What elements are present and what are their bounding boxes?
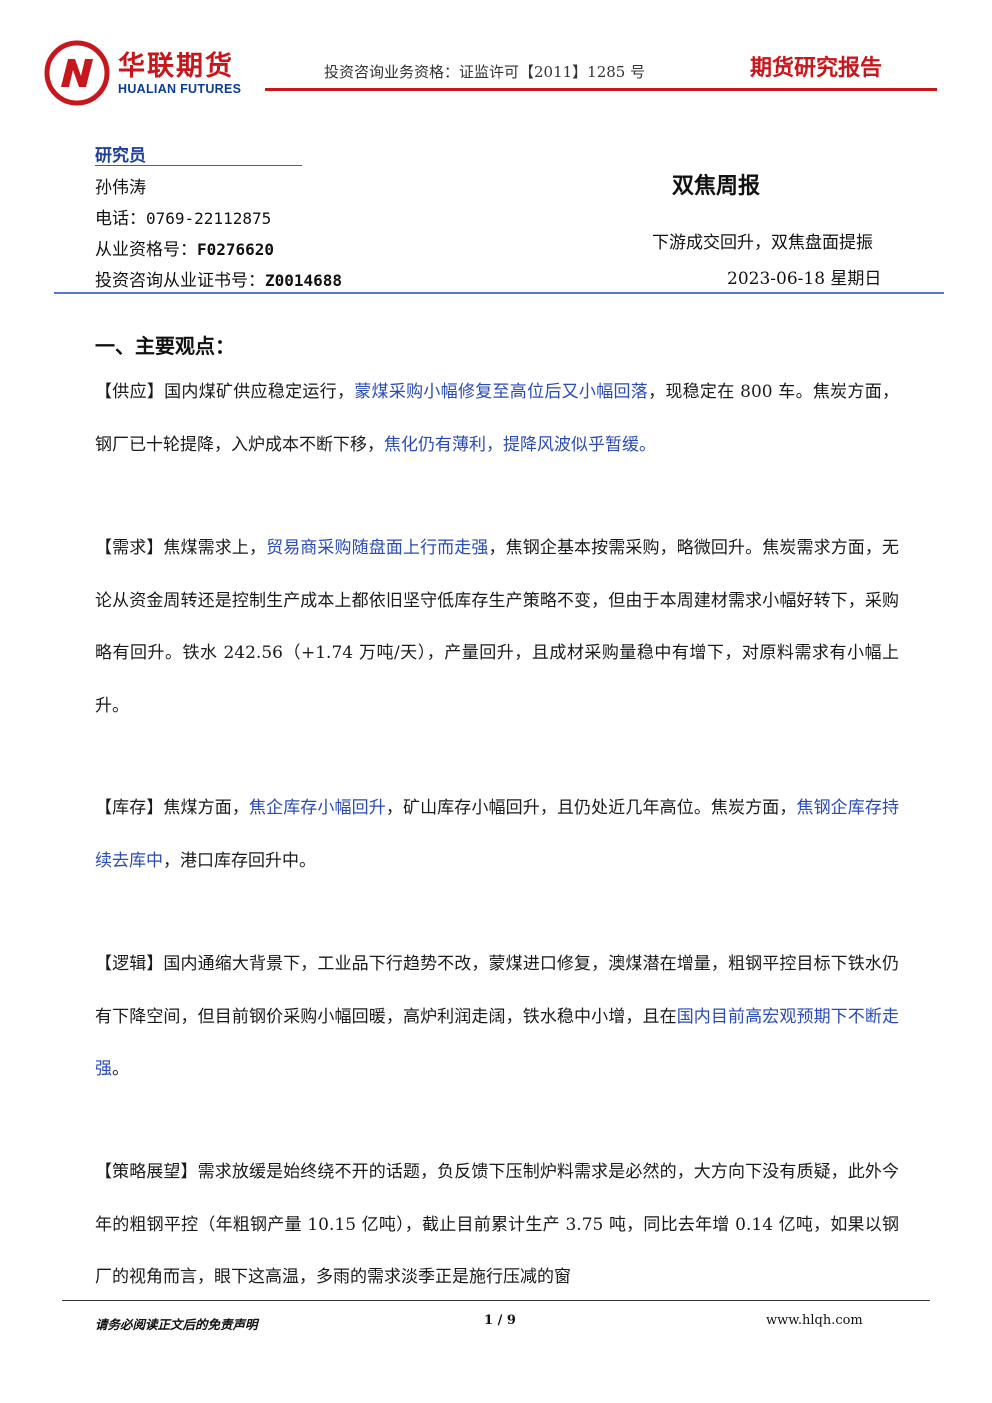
paragraph-text: 【供应】国内煤矿供应稳定运行，	[95, 382, 355, 402]
highlighted-text: 贸易商采购随盘面上行而走强	[266, 538, 489, 558]
brand-name-en: HUALIAN FUTURES	[118, 82, 242, 96]
report-subtitle: 下游成交回升，双焦盘面提振	[652, 233, 873, 253]
paragraph-strategy: 【策略展望】需求放缓是始终绕不开的话题，负反馈下压制炉料需求是必然的，大方向下没…	[95, 1146, 899, 1304]
paragraph-text: ，现稳定在 800 车。焦炭方面，钢厂已十轮提降，入炉成本不断下移，	[95, 382, 899, 455]
qualification-label: 从业资格号：	[95, 240, 197, 260]
report-date: 2023-06-18 星期日	[727, 269, 882, 289]
paragraph-text: 【需求】焦煤需求上，	[95, 538, 267, 558]
qualification-number: F0276620	[197, 240, 275, 259]
paragraph-demand: 【需求】焦煤需求上，贸易商采购随盘面上行而走强，焦钢企基本按需采购，略微回升。焦…	[95, 522, 899, 732]
highlighted-text: 焦企库存小幅回升	[248, 798, 386, 818]
business-qualification: 投资咨询业务资格：证监许可【2011】1285 号	[324, 63, 646, 81]
researcher-name: 孙伟涛	[95, 178, 146, 198]
phone-number: 0769-22112875	[146, 209, 272, 228]
researcher-phone: 电话：0769-22112875	[95, 204, 271, 229]
highlighted-text: 国内目前高宏观预期下不断走强	[95, 1006, 900, 1080]
hualian-logo-icon	[44, 40, 110, 106]
paragraph-supply: 【供应】国内煤矿供应稳定运行，蒙煤采购小幅修复至高位后又小幅回落，现稳定在 80…	[95, 366, 899, 471]
researcher-underline	[95, 165, 302, 166]
footer-disclaimer: 请务必阅读正文后的免责声明	[95, 1317, 258, 1332]
researcher-divider	[54, 292, 944, 294]
paragraph-inventory: 【库存】焦煤方面，焦企库存小幅回升，矿山库存小幅回升，且仍处近几年高位。焦炭方面…	[95, 782, 899, 887]
paragraph-text: 【策略展望】需求放缓是始终绕不开的话题，负反馈下压制炉料需求是必然的，大方向下没…	[95, 1162, 899, 1287]
footer-divider	[62, 1300, 930, 1301]
paragraph-logic: 【逻辑】国内通缩大背景下，工业品下行趋势不改，蒙煤进口修复，澳煤潜在增量，粗钢平…	[95, 938, 899, 1096]
paragraph-text: 【逻辑】国内通缩大背景下，工业品下行趋势不改，蒙煤进口修复，澳煤潜在增量，粗钢平…	[95, 954, 899, 1027]
paragraph-text: ，焦钢企基本按需采购，略微回升。焦炭需求方面，无论从资金周转还是控制生产成本上都…	[95, 538, 900, 716]
highlighted-text: 蒙煤采购小幅修复至高位后又小幅回落	[354, 382, 649, 402]
report-title: 双焦周报	[672, 174, 761, 199]
paragraph-text: 。	[112, 1059, 129, 1079]
report-type: 期货研究报告	[750, 56, 883, 81]
header-divider	[265, 88, 937, 91]
paragraph-text: 【库存】焦煤方面，	[95, 798, 249, 818]
researcher-label: 研究员	[95, 146, 146, 166]
researcher-qualification: 从业资格号：F0276620	[95, 235, 274, 260]
researcher-certificate: 投资咨询从业证书号：Z0014688	[95, 266, 342, 291]
paragraph-text: ，港口库存回升中。	[163, 850, 316, 871]
page-number: 1 / 9	[484, 1313, 516, 1328]
paragraph-text: ，矿山库存小幅回升，且仍处近几年高位。焦炭方面，	[385, 798, 797, 818]
certificate-number: Z0014688	[265, 271, 343, 290]
brand-name-cn: 华联期货	[118, 51, 234, 82]
section-heading: 一、主要观点：	[95, 334, 235, 358]
certificate-label: 投资咨询从业证书号：	[95, 271, 265, 291]
highlighted-text: 焦化仍有薄利，提降风波似乎暂缓。	[384, 434, 656, 455]
footer-website[interactable]: www.hlqh.com	[766, 1313, 863, 1328]
phone-label: 电话：	[95, 209, 146, 229]
highlighted-text: 焦钢企库存持续去库中	[95, 798, 900, 871]
